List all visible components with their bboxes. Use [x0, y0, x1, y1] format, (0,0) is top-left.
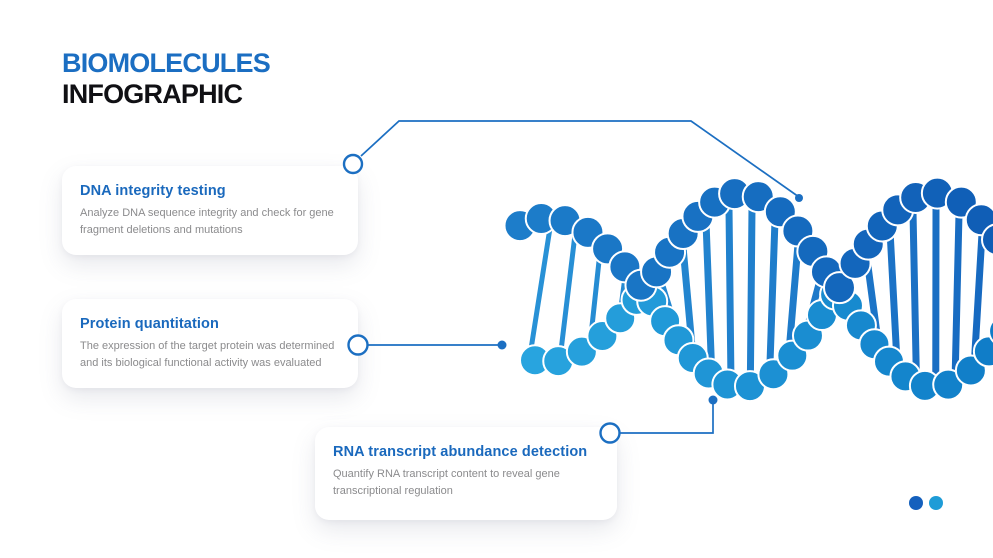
pagination-dot-1[interactable]: [909, 496, 923, 510]
card-rna-transcript: RNA transcript abundance detection Quant…: [315, 427, 617, 520]
helix-strand-top: [503, 176, 993, 305]
connector-endpoint-protein: [497, 340, 507, 350]
card-rna-transcript-body: Quantify RNA transcript content to revea…: [333, 468, 560, 497]
page-title: BIOMOLECULES INFOGRAPHIC: [62, 48, 271, 110]
page-title-line1: BIOMOLECULES: [62, 48, 271, 78]
pagination-dots: [909, 496, 943, 510]
card-dna-integrity-body: Analyze DNA sequence integrity and check…: [80, 207, 334, 236]
card-dna-integrity: DNA integrity testing Analyze DNA sequen…: [62, 166, 358, 255]
card-dna-integrity-title: DNA integrity testing: [80, 183, 226, 199]
helix-strand-bottom: [519, 278, 993, 403]
connector-ring-rna: [599, 422, 621, 444]
connector-line-dna: [360, 120, 800, 198]
card-protein-quantitation-body: The expression of the target protein was…: [80, 340, 335, 369]
connector-endpoint-dna: [795, 194, 803, 202]
card-protein-quantitation-title: Protein quantitation: [80, 316, 219, 332]
connector-ring-dna: [342, 153, 364, 175]
connector-ring-protein: [347, 334, 369, 356]
card-rna-transcript-title: RNA transcript abundance detection: [333, 444, 588, 460]
card-protein-quantitation: Protein quantitation The expression of t…: [62, 299, 358, 388]
pagination-dot-2[interactable]: [929, 496, 943, 510]
page-title-line2: INFOGRAPHIC: [62, 79, 243, 109]
connector-endpoint-rna: [708, 395, 718, 405]
connector-line-rna: [620, 404, 714, 434]
